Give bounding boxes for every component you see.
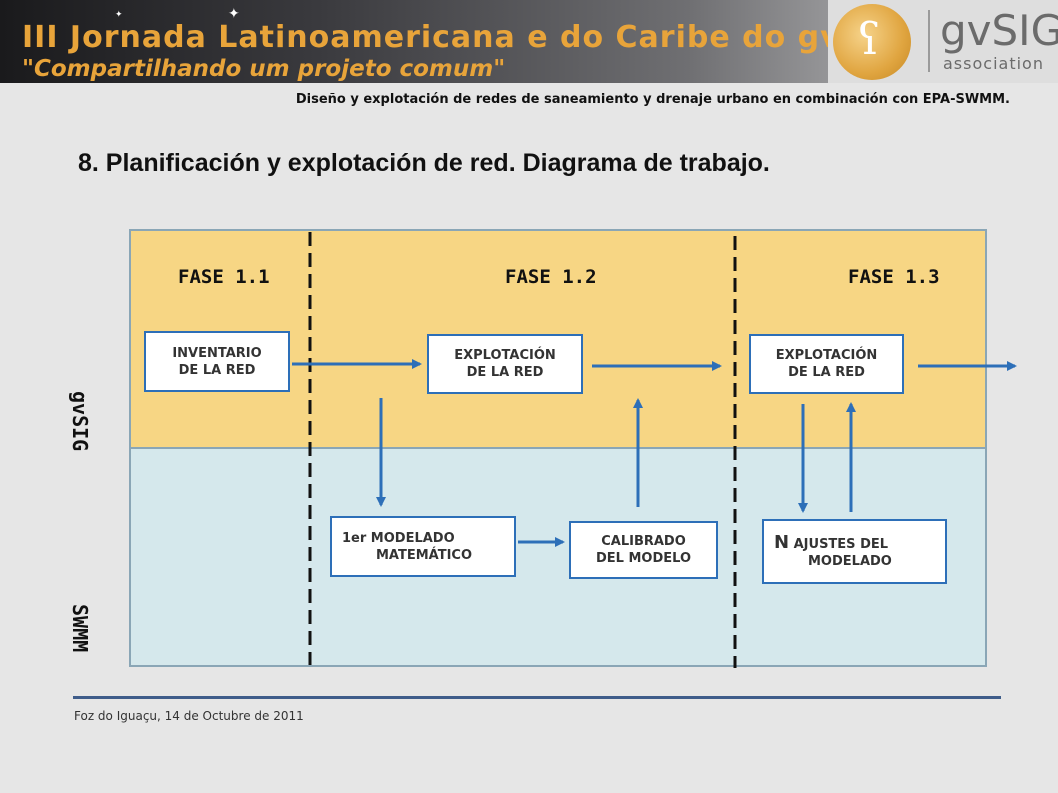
box-text-n: N bbox=[774, 531, 790, 553]
presentation-subtitle: Diseño y explotación de redes de saneami… bbox=[295, 92, 1010, 107]
logo-association: association bbox=[943, 54, 1044, 73]
box-text: DE LA RED bbox=[178, 362, 256, 378]
lane-label-gvsig: gvSIG bbox=[68, 391, 92, 452]
box-inventario: INVENTARIO DE LA RED bbox=[144, 331, 290, 392]
footer-divider bbox=[73, 696, 1001, 699]
star-icon: ✦ bbox=[115, 10, 123, 20]
box-text: MODELADO bbox=[808, 553, 892, 569]
gvsig-logo-icon: ʕ bbox=[833, 4, 911, 80]
logo-word: gvSIG bbox=[940, 6, 1058, 55]
banner-subtitle: "Compartilhando um projeto comum" bbox=[22, 56, 506, 82]
box-modelado: 1er MODELADO MATEMÁTICO bbox=[330, 516, 516, 577]
lane-label-swmm: SWMM bbox=[68, 604, 92, 653]
phase-label-1-1: FASE 1.1 bbox=[178, 266, 270, 288]
star-icon: ✦ bbox=[228, 6, 240, 22]
box-text: AJUSTES DEL bbox=[793, 536, 889, 552]
banner-title: III Jornada Latinoamericana e do Caribe … bbox=[22, 20, 902, 55]
box-text: 1er MODELADO bbox=[342, 530, 455, 546]
box-text: DE LA RED bbox=[466, 365, 544, 380]
box-text: N AJUSTES DEL bbox=[774, 531, 945, 553]
box-text: MATEMÁTICO bbox=[376, 547, 473, 563]
logo-separator bbox=[928, 10, 930, 72]
box-text: DEL MODELO bbox=[595, 551, 691, 566]
box-calibrado: CALIBRADO DEL MODELO bbox=[569, 521, 718, 579]
phase-label-1-3: FASE 1.3 bbox=[848, 266, 940, 288]
box-text: EXPLOTACIÓN bbox=[775, 348, 878, 363]
box-explotacion-2: EXPLOTACIÓN DE LA RED bbox=[749, 334, 904, 394]
box-explotacion-1: EXPLOTACIÓN DE LA RED bbox=[427, 334, 583, 394]
box-ajustes: N AJUSTES DEL MODELADO bbox=[762, 519, 947, 584]
workflow-diagram bbox=[129, 229, 987, 667]
box-text: INVENTARIO bbox=[172, 345, 262, 361]
box-text: EXPLOTACIÓN bbox=[454, 348, 556, 363]
phase-label-1-2: FASE 1.2 bbox=[505, 266, 597, 288]
box-text: CALIBRADO bbox=[601, 534, 686, 549]
footer-text: Foz do Iguaçu, 14 de Octubre de 2011 bbox=[74, 709, 304, 723]
box-text: DE LA RED bbox=[788, 365, 865, 380]
slide-title: 8. Planificación y explotación de red. D… bbox=[78, 149, 770, 177]
